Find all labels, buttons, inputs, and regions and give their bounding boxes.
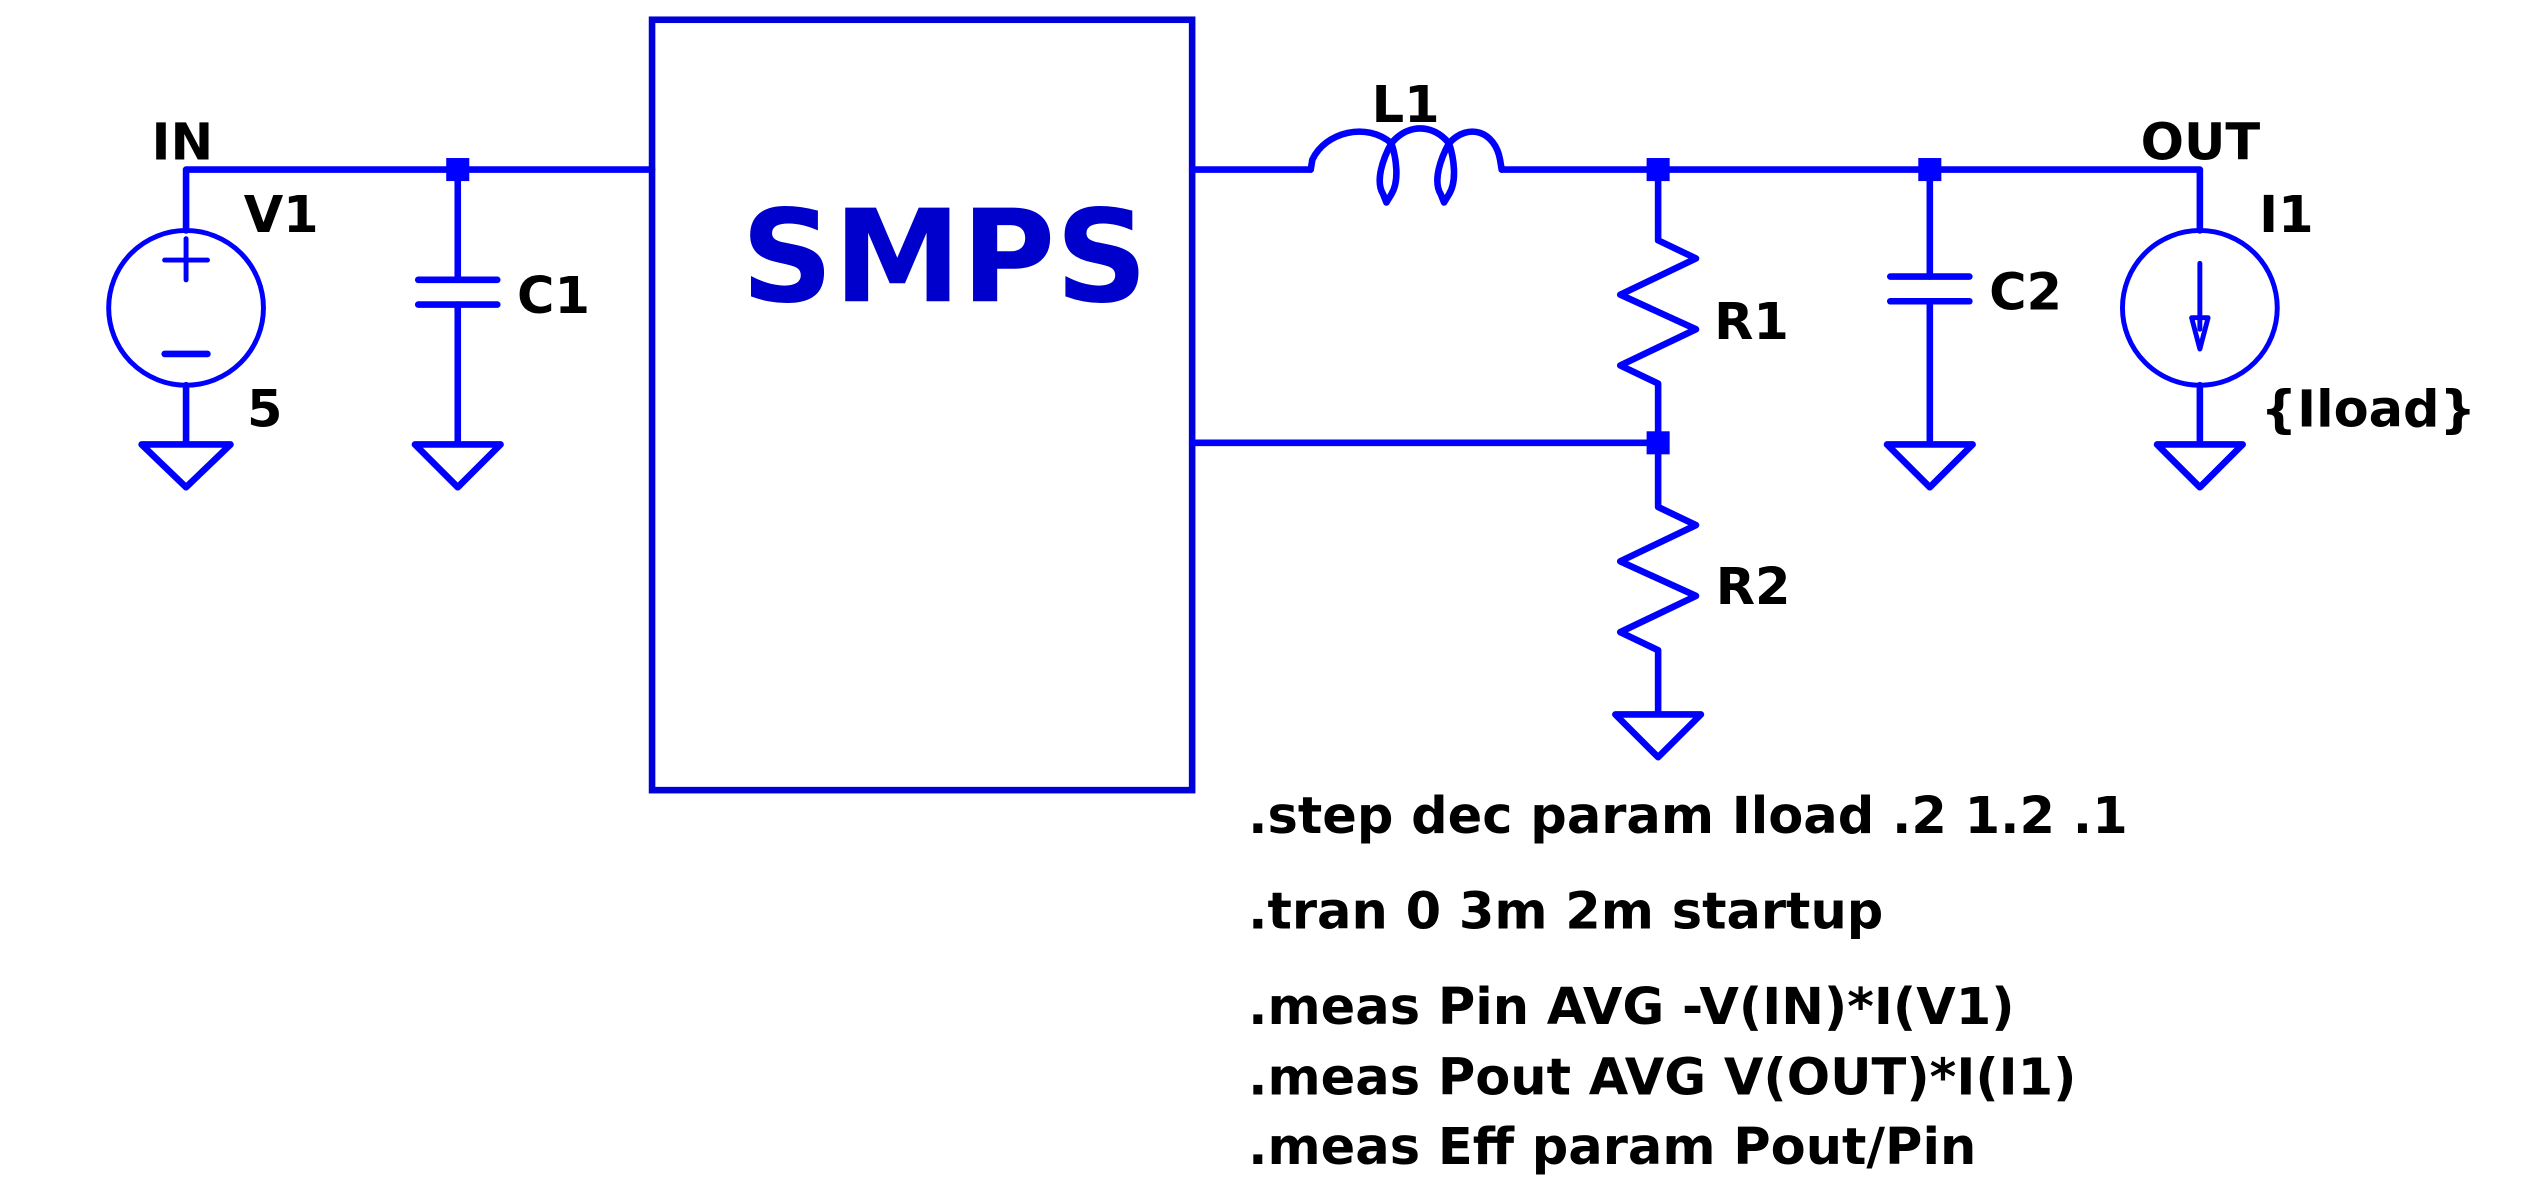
directive-meas-pout[interactable]: .meas Pout AVG V(OUT)*I(I1) (1248, 1049, 2076, 1108)
ground-icon (2153, 441, 2246, 491)
smps-block[interactable] (648, 16, 1196, 794)
directive-meas-eff[interactable]: .meas Eff param Pout/Pin (1248, 1118, 1976, 1177)
r2-ref-label: R2 (1716, 558, 1791, 617)
net-label-out: OUT (2141, 114, 2261, 173)
c2-ref-label: C2 (1989, 263, 2062, 322)
net-in-wire[interactable] (182, 166, 656, 234)
ground-icon (1883, 441, 1976, 491)
resistor-r1[interactable] (1616, 166, 1700, 447)
directive-meas-pin[interactable]: .meas Pin AVG -V(IN)*I(V1) (1248, 978, 2014, 1037)
v1-ref-label: V1 (244, 186, 319, 245)
spice-directives: .step dec param Iload .2 1.2 .1 .tran 0 … (1248, 787, 2128, 1177)
ground-icon (1612, 711, 1705, 761)
net-label-in: IN (151, 114, 213, 173)
inductor-l1[interactable] (1307, 125, 1505, 206)
ground-icon (138, 441, 234, 491)
resistor-r2[interactable] (1616, 439, 1700, 715)
i1-ref-label: I1 (2259, 186, 2313, 245)
net-out-wire[interactable] (1498, 166, 2204, 234)
directive-step[interactable]: .step dec param Iload .2 1.2 .1 (1248, 787, 2128, 846)
current-source-i1[interactable] (2120, 227, 2280, 445)
c1-ref-label: C1 (517, 267, 590, 326)
i1-value-label: {Iload} (2261, 380, 2476, 439)
directive-tran[interactable]: .tran 0 3m 2m startup (1248, 882, 1883, 941)
capacitor-c2[interactable] (1887, 166, 1973, 445)
l1-ref-label: L1 (1372, 76, 1440, 135)
smps-block-label: SMPS (741, 183, 1148, 332)
v1-value-label: 5 (247, 380, 283, 439)
voltage-source-v1[interactable] (106, 227, 266, 445)
capacitor-c1[interactable] (414, 166, 501, 445)
r1-ref-label: R1 (1714, 293, 1789, 352)
ground-icon (411, 441, 504, 491)
